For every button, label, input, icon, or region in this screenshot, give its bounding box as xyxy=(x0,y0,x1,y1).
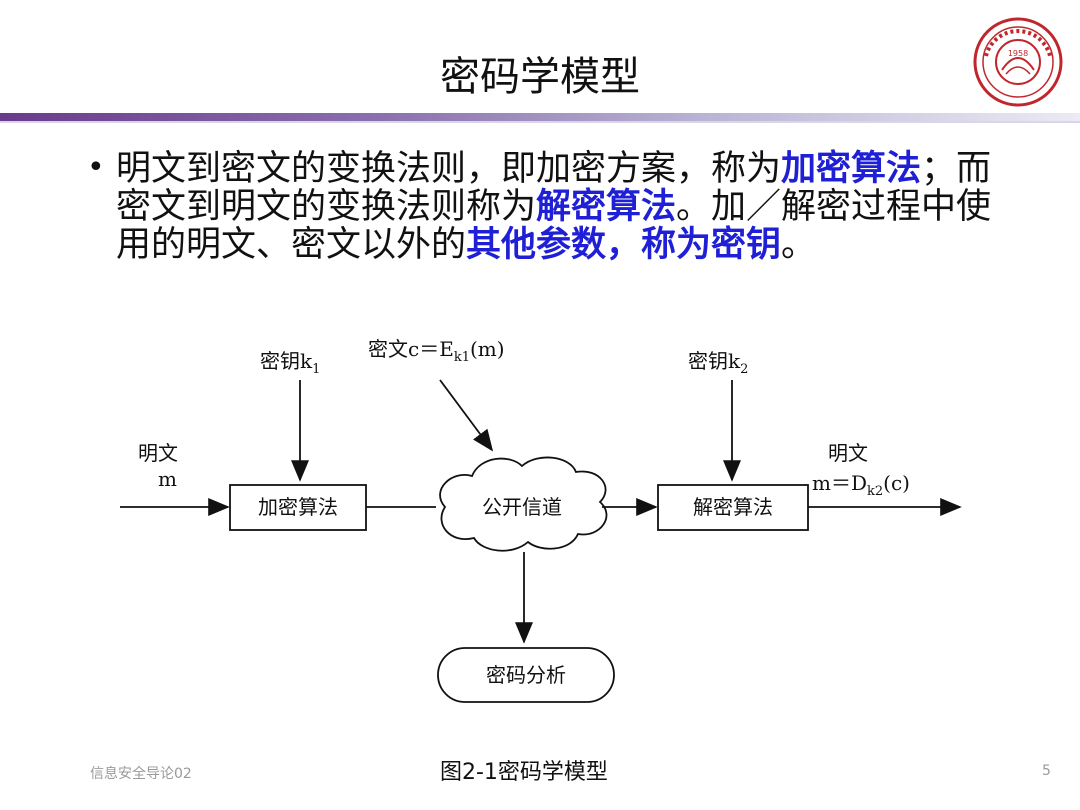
ciphertext-label: 密文c＝Ek1(m) xyxy=(368,337,505,365)
crypto-model-diagram: 密钥k1 密文c＝Ek1(m) 密钥k2 明文 m 加密算法 公开信道 解密算法… xyxy=(120,337,962,703)
bullet-paragraph: 明文到密文的变换法则，即加密方案，称为加密算法；而密文到明文的变换法则称为解密算… xyxy=(116,148,1016,265)
term-encryption-algorithm: 加密算法 xyxy=(781,148,922,189)
footer-course-name: 信息安全导论02 xyxy=(90,766,192,782)
bullet-text-2: ；而密文到明文的变换法则称为 xyxy=(116,149,992,227)
plaintext-output-label: 明文 xyxy=(828,441,868,465)
university-logo: 1958 xyxy=(973,17,1063,107)
page-number: 5 xyxy=(1042,763,1051,779)
decryption-box-label: 解密算法 xyxy=(693,495,773,519)
title-divider-band xyxy=(0,113,1080,121)
logo-year: 1958 xyxy=(1008,49,1028,58)
encryption-box-label: 加密算法 xyxy=(258,495,338,519)
figure-caption: 图2-1密码学模型 xyxy=(440,760,608,785)
cryptanalysis-label: 密码分析 xyxy=(486,663,566,687)
plaintext-output-formula: m＝Dk2(c) xyxy=(812,471,910,499)
key2-label: 密钥k2 xyxy=(688,349,748,377)
public-channel-cloud xyxy=(439,456,608,552)
title-divider-line xyxy=(0,121,1080,123)
bullet-text-4: 。 xyxy=(781,225,817,265)
cryptanalysis-box xyxy=(437,647,615,703)
plaintext-input-var: m xyxy=(158,467,177,491)
public-channel-label: 公开信道 xyxy=(482,495,562,519)
plaintext-input-label: 明文 xyxy=(138,441,178,465)
bullet-text-3: 。加／解密过程中使用的明文、密文以外的 xyxy=(116,187,992,265)
encryption-box xyxy=(229,484,367,531)
ciphertext-arrow xyxy=(439,379,494,452)
term-key: 其他参数，称为密钥 xyxy=(466,224,782,265)
key1-label: 密钥k1 xyxy=(260,349,320,377)
term-decryption-algorithm: 解密算法 xyxy=(536,186,677,227)
bullet-dot: • xyxy=(87,150,105,185)
slide-title: 密码学模型 xyxy=(440,54,640,100)
bullet-text-1: 明文到密文的变换法则，即加密方案，称为 xyxy=(116,149,782,189)
